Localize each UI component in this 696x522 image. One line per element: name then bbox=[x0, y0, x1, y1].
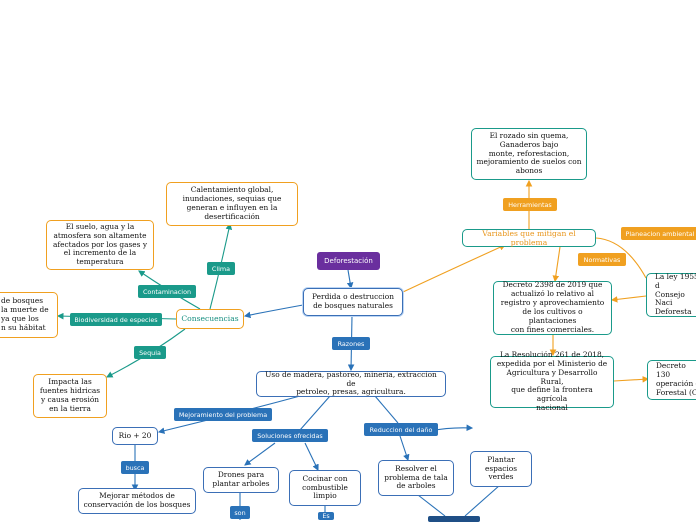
edge-resolver-bottom bbox=[417, 494, 446, 517]
root-node-deforestacion[interactable]: Deforestación bbox=[317, 252, 380, 270]
label-planeacion[interactable]: Planeacion ambiental bbox=[621, 227, 696, 240]
edge-plantar-bottom bbox=[464, 484, 501, 517]
node-resolver[interactable]: Resolver el problema de tala de arboles bbox=[378, 460, 454, 496]
node-ley1955[interactable]: La ley 1955 d Consejo Naci Deforesta bbox=[646, 272, 696, 317]
label-biodiversidad[interactable]: Biodiversidad de especies bbox=[70, 313, 162, 326]
node-decreto2398[interactable]: Decreto 2398 de 2019 que actualizó lo re… bbox=[493, 280, 612, 335]
node-drones[interactable]: Drones para plantar arboles bbox=[203, 467, 279, 493]
edge-perdida-consecuencias bbox=[243, 304, 304, 319]
label-mejoramiento[interactable]: Mejoramiento del problema bbox=[174, 408, 272, 421]
node-suelo[interactable]: El suelo, agua y la atmosfera son altame… bbox=[46, 220, 154, 270]
node-rio20[interactable]: Rio + 20 bbox=[112, 427, 158, 445]
node-bosques-left[interactable]: de bosques la muerte de ya que los n su … bbox=[0, 292, 58, 338]
edge-uso-soluciones bbox=[299, 395, 331, 431]
edge-soluciones-drones bbox=[244, 442, 276, 466]
label-soluciones[interactable]: Soluciones ofrecidas bbox=[252, 429, 328, 442]
edge-soluciones-cocinar bbox=[304, 442, 319, 471]
label-reduccion[interactable]: Reduccion del daño bbox=[364, 423, 438, 436]
node-variables[interactable]: Variables que mitigan el problema bbox=[462, 229, 596, 247]
node-mejorar[interactable]: Mejorar métodos de conservación de los b… bbox=[78, 488, 196, 514]
node-decreto130[interactable]: Decreto 130 operación d Forestal (CI bbox=[647, 360, 696, 400]
node-plantar[interactable]: Plantar espacios verdes bbox=[470, 451, 532, 487]
label-busca[interactable]: busca bbox=[121, 461, 149, 474]
node-calentamiento[interactable]: Calentamiento global, inundaciones, sequ… bbox=[166, 182, 298, 226]
label-son[interactable]: son bbox=[230, 506, 250, 519]
edge-ley-decreto bbox=[610, 295, 647, 303]
label-sequia[interactable]: Sequia bbox=[134, 346, 166, 359]
label-es[interactable]: Es bbox=[318, 512, 334, 520]
edge-uso-reduccion bbox=[374, 395, 399, 424]
label-contaminacion[interactable]: Contaminacion bbox=[138, 285, 196, 298]
node-rozado[interactable]: El rozado sin quema, Ganaderos bajo mont… bbox=[471, 128, 587, 180]
label-herramientas[interactable]: Herramientas bbox=[503, 198, 557, 211]
node-consecuencias[interactable]: Consecuencias bbox=[176, 309, 244, 329]
edge-root-perdida bbox=[346, 269, 354, 290]
label-clima[interactable]: Clima bbox=[207, 262, 235, 275]
edge-variables-decreto bbox=[552, 246, 561, 283]
node-bottom-partial[interactable] bbox=[428, 516, 480, 522]
node-perdida[interactable]: Perdida o destruccion de bosques natural… bbox=[303, 288, 403, 316]
node-uso[interactable]: Uso de madera, pastoreo, mineria, extrac… bbox=[256, 370, 446, 397]
label-normativas[interactable]: Normativas bbox=[578, 253, 626, 266]
edge-perdida-variables bbox=[402, 244, 507, 293]
node-cocinar[interactable]: Cocinar con combustible limpio bbox=[289, 470, 361, 506]
edge-resolucion-decreto130 bbox=[613, 376, 650, 383]
edge-variables-ley bbox=[595, 237, 647, 279]
label-razones[interactable]: Razones bbox=[332, 337, 370, 350]
node-impacta[interactable]: Impacta las fuentes hidricas y causa ero… bbox=[33, 374, 107, 418]
node-resolucion[interactable]: La Resolución 261 de 2018, expedida por … bbox=[490, 350, 614, 412]
edge-reduccion-resolver bbox=[399, 435, 410, 462]
